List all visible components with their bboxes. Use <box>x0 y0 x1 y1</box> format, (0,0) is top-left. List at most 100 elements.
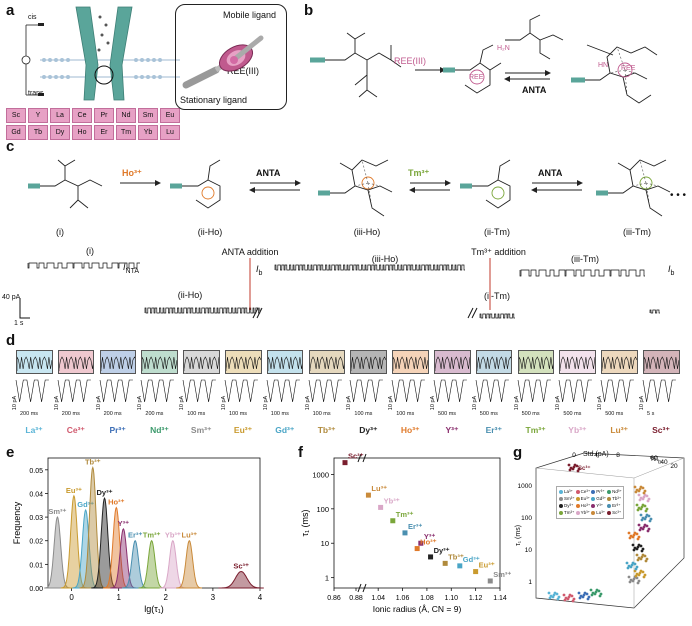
legend-marker <box>559 490 563 494</box>
y-tick-label: 100 <box>316 505 329 514</box>
y-tick-label: 0.01 <box>29 562 43 569</box>
ion-trace-zoom <box>224 379 258 403</box>
trace-label-ii-tm: (ii-Tm) <box>484 291 510 301</box>
g-legend: La³⁺Ce³⁺Pr³⁺Nd³⁺Sm³⁺Eu³⁺Gd³⁺Tb³⁺Dy³⁺Ho³⁺… <box>556 486 624 519</box>
panel-f-letter: f <box>298 444 303 461</box>
ion-trace-zoom <box>350 379 384 403</box>
legend-item: Tb³⁺ <box>607 496 622 502</box>
cluster-point <box>627 564 631 568</box>
point-label: Tb³⁺ <box>448 552 464 561</box>
legend-marker <box>591 497 596 501</box>
cluster-point <box>645 507 649 511</box>
g-std-label: Std (pA) <box>583 451 609 458</box>
legend-marker <box>575 490 580 494</box>
element-cell: Sm <box>138 108 158 123</box>
element-cell: Ce <box>72 108 92 123</box>
panel-e-letter: e <box>6 444 15 461</box>
ion-trace-line <box>476 356 512 371</box>
axis-break <box>471 307 478 319</box>
legend-marker <box>607 490 612 494</box>
distribution-peak <box>110 528 137 589</box>
cluster-point <box>641 516 645 520</box>
ion-pa-scale: 10 pA <box>388 395 395 411</box>
element-cell: Tb <box>28 125 48 140</box>
x-axis-label: lg(τ₁) <box>144 604 164 614</box>
i-b-label: Ib <box>256 264 263 277</box>
legend-item: Tm³⁺ <box>559 510 575 516</box>
ion-trace-line <box>518 356 554 371</box>
point-label: Ho³⁺ <box>420 538 436 547</box>
legend-item: Y³⁺ <box>591 503 606 509</box>
ion-trace-zoom-line <box>57 379 91 403</box>
element-cell: Gd <box>6 125 26 140</box>
data-point <box>442 560 448 566</box>
ion-trace-zoom <box>57 379 91 403</box>
x-axis-label: Ionic radius (Å, CN = 9) <box>373 604 462 614</box>
cluster-point <box>572 597 576 601</box>
legend-marker <box>559 497 563 501</box>
legend-marker <box>607 497 612 501</box>
x-tick-label: 1.14 <box>493 595 507 602</box>
3d-inner-edges <box>535 457 685 608</box>
3d-frame <box>535 452 685 609</box>
g-ib-label: %Ib <box>650 456 662 466</box>
ion-pa-scale: 10 pA <box>179 395 186 411</box>
axes-frame <box>333 457 501 589</box>
cluster-point <box>645 557 649 561</box>
ree-center-label: REE <box>469 74 484 81</box>
x-tick-label: 8 <box>616 452 620 459</box>
x-tick-label: 0 <box>572 452 576 459</box>
y-axis-label: τ₁ (ms) <box>300 509 310 536</box>
ion-time-scale: 500 ms <box>605 411 624 417</box>
ion-trace-zoom-line <box>475 379 509 403</box>
ion-trace-line <box>560 356 595 371</box>
cluster-point <box>635 565 639 569</box>
axis-break <box>357 453 367 463</box>
ion-time-scale: 100 ms <box>187 411 206 417</box>
element-cell: Lu <box>160 125 180 140</box>
point-label: Sm³⁺ <box>493 570 511 579</box>
ion-trace-box <box>141 350 178 374</box>
ion-time-scale: 200 ms <box>145 411 164 417</box>
distribution-peak <box>44 516 71 589</box>
ion-trace-line <box>309 356 345 371</box>
cis-label: cis <box>28 14 37 21</box>
z-tick-label: 100 <box>521 515 532 522</box>
state-label-i: (i) <box>56 227 64 237</box>
legend-label: Sc³⁺ <box>612 510 622 515</box>
trace-label-ii-ho: (ii-Ho) <box>177 290 203 300</box>
series-label: Lu³⁺ <box>182 531 198 540</box>
ion-name-label: Nd³⁺ <box>150 425 169 435</box>
ion-trace-zoom <box>559 379 593 403</box>
series-label: Ho³⁺ <box>108 498 124 507</box>
ion-trace-line <box>602 356 637 371</box>
x-tick-label: 1.10 <box>444 595 458 602</box>
x-tick-label: 1 <box>116 593 121 602</box>
cluster-point <box>577 591 581 595</box>
cluster-point <box>635 553 639 557</box>
legend-label: Pr³⁺ <box>596 489 605 494</box>
tm-arrow-label: Tm³⁺ <box>408 168 430 178</box>
distribution-peak <box>159 539 186 589</box>
panel-b-chemistry <box>310 14 658 104</box>
ion-pa-scale: 10 pA <box>555 395 562 411</box>
g-tau-label: τ₁ (ms) <box>515 524 523 547</box>
element-cell: Ho <box>72 125 92 140</box>
ion-trace-line <box>267 356 303 371</box>
cluster-point <box>637 535 641 539</box>
ion-trace-line <box>225 356 261 371</box>
legend-item: Er³⁺ <box>607 503 622 509</box>
cluster-point <box>587 595 591 599</box>
cluster-point <box>589 588 593 592</box>
cluster-point <box>639 526 643 530</box>
x-tick-label: 2 <box>164 593 169 602</box>
ion-trace-zoom <box>99 379 133 403</box>
ion-name-label: Tb³⁺ <box>317 425 336 435</box>
data-point <box>473 569 479 575</box>
cluster-point <box>567 463 571 467</box>
i-b-label-2: Ib <box>668 264 675 277</box>
data-point <box>365 492 371 498</box>
cluster-point <box>637 543 641 547</box>
current-trace-segment <box>144 307 261 314</box>
